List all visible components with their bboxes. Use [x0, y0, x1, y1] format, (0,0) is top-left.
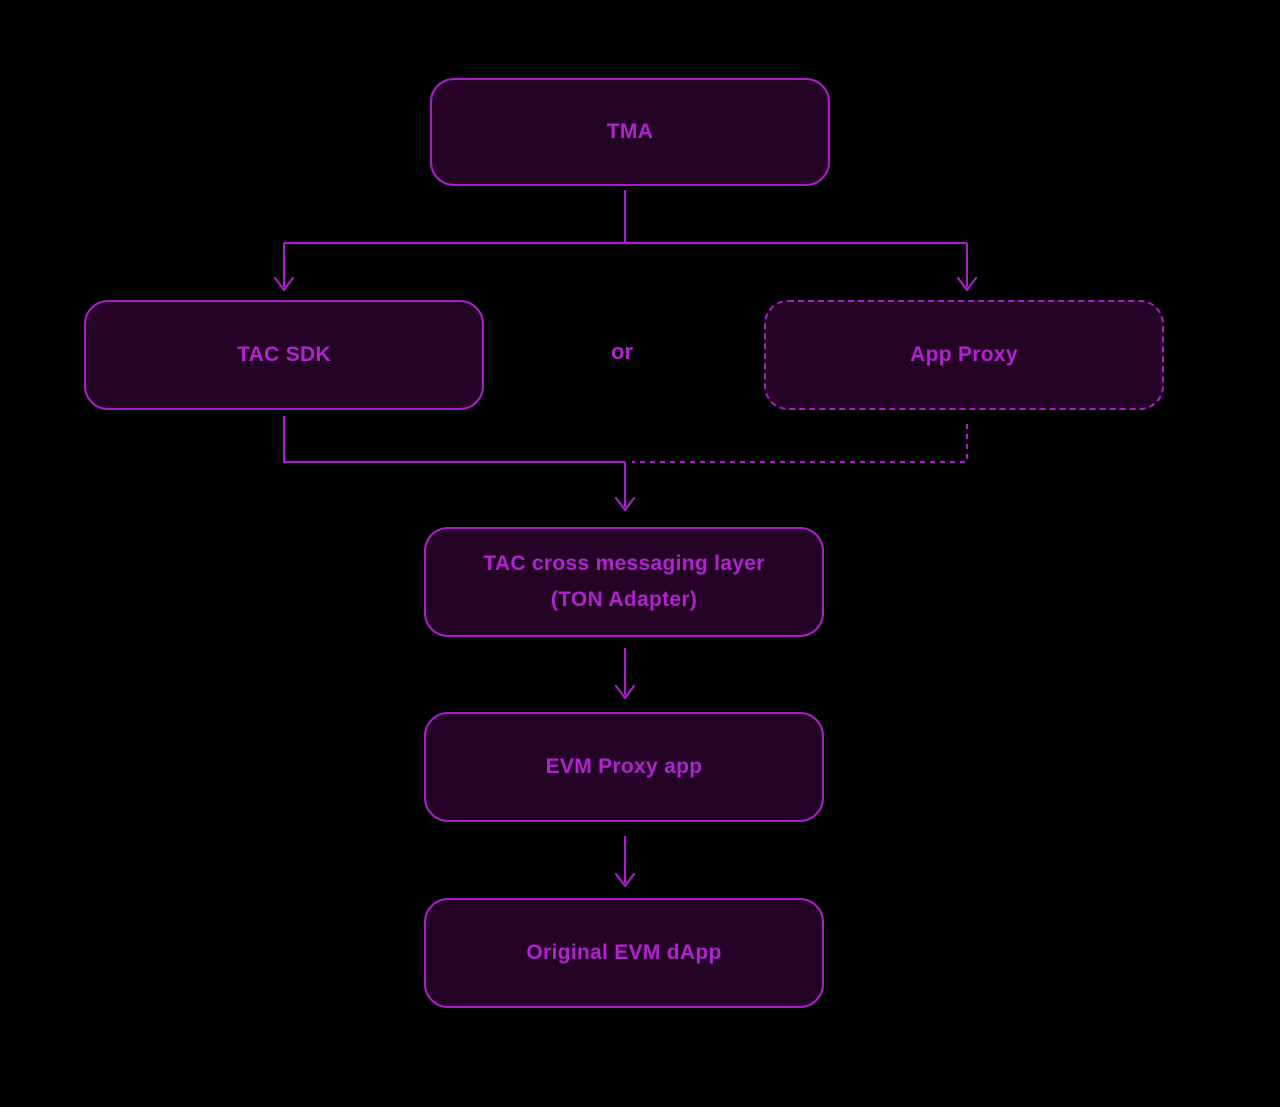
edge-appproxy-merge: [632, 424, 969, 464]
node-evm-proxy-app: EVM Proxy app: [424, 712, 824, 822]
node-original-evm-dapp: Original EVM dApp: [424, 898, 824, 1008]
arrowhead-evmproxy: [614, 684, 636, 700]
node-tma: TMA: [430, 78, 830, 186]
node-tac-cross-messaging-layer: TAC cross messaging layer (TON Adapter): [424, 527, 824, 637]
node-original-label: Original EVM dApp: [526, 941, 722, 965]
node-tac-sdk-label: TAC SDK: [237, 343, 331, 367]
arrowhead-messaging: [614, 496, 636, 512]
node-messaging-label-line1: TAC cross messaging layer: [483, 552, 765, 576]
node-messaging-label-line2: (TON Adapter): [550, 588, 698, 611]
node-app-proxy-label: App Proxy: [910, 343, 1018, 367]
node-app-proxy: App Proxy: [764, 300, 1164, 410]
edge-tacsdk-merge: [282, 416, 625, 464]
node-tma-label: TMA: [606, 120, 654, 144]
arrowhead-appproxy: [956, 276, 978, 292]
or-label: or: [611, 339, 633, 364]
arrowhead-original: [614, 872, 636, 888]
arrowhead-tacsdk: [273, 276, 295, 292]
node-evm-proxy-label: EVM Proxy app: [545, 755, 703, 779]
node-tac-sdk: TAC SDK: [84, 300, 484, 410]
